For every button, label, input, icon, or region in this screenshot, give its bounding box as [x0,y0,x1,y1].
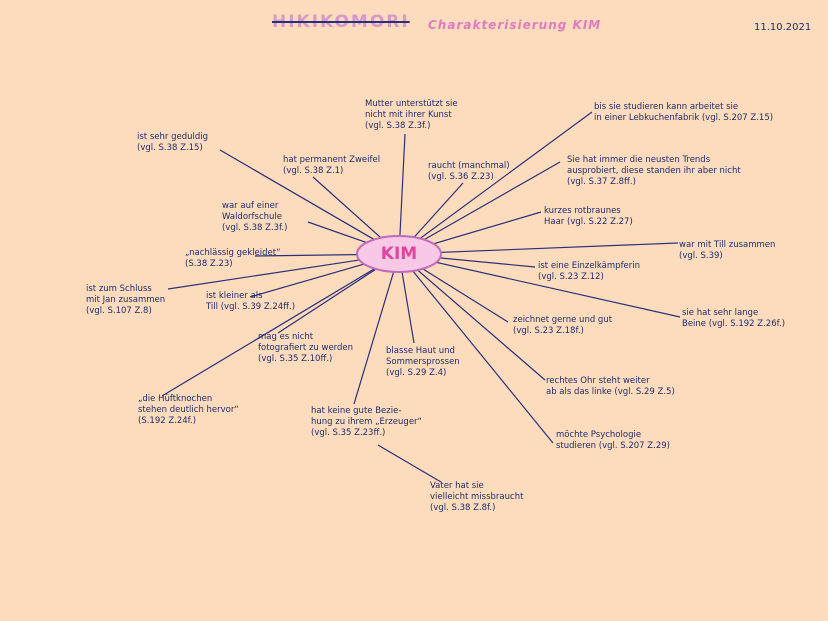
connector-line [398,242,679,255]
note-erzeuger: hat keine gute Bezie- hung zu ihrem „Erz… [311,406,422,438]
connector-line [398,133,406,255]
connector-line [219,149,400,255]
note-mutter: Mutter unterstützt sie nicht mit ihrer K… [365,99,458,131]
center-node-label: KIM [380,244,418,264]
note-einzelkaempferin: ist eine Einzelkämpferin (vgl. S.23 Z.12… [538,261,641,282]
note-psychologie: möchte Psychologie studieren (vgl. S.207… [556,430,670,451]
note-haare: kurzes rotbraunes Haar (vgl. S.22 Z.27) [544,206,633,227]
note-zweifel: hat permanent Zweifel (vgl. S.38 Z.1) [283,155,381,176]
page-date: 11.10.2021 [754,22,812,33]
note-till: war mit Till zusammen (vgl. S.39) [679,240,776,261]
note-hueftknochen: „die Hüftknochen stehen deutlich hervor“… [138,394,239,426]
page-title: HIKIKOMORI [272,12,410,32]
connector-line [398,253,681,318]
note-geduldig: ist sehr geduldig (vgl. S.38 Z.15) [137,132,208,153]
page-subtitle: Charakterisierung KIM [428,18,602,32]
note-zeichnet: zeichnet gerne und gut (vgl. S.23 Z.18f.… [513,315,613,336]
connector-line-secondary [377,444,442,483]
note-studieren-lebkuchen: bis sie studieren kann arbeitet sie in e… [594,102,774,123]
connector-line [353,253,400,405]
center-node-ellipse [356,235,442,273]
note-raucht: raucht (manchmal) (vgl. S.36 Z.23) [428,161,510,182]
note-waldorf: war auf einer Waldorfschule (vgl. S.38 Z… [222,201,288,233]
connector-line [398,253,554,444]
note-beine: sie hat sehr lange Beine (vgl. S.192 Z.2… [682,308,786,329]
note-fotografiert: mag es nicht fotografiert zu werden (vgl… [258,332,354,364]
connector-line [398,161,561,255]
connector-line [398,111,593,255]
note-jan: ist zum Schluss mit Jan zusammen (vgl. S… [86,284,166,316]
note-trends: Sie hat immer die neusten Trends ausprob… [567,155,741,187]
connector-line [161,253,400,397]
note-ohr: rechtes Ohr steht weiter ab als das link… [546,376,675,397]
note-kleiner: ist kleiner als Till (vgl. S.39 Z.24ff.) [206,291,296,312]
note-vater: Vater hat sie vielleicht missbraucht (vg… [430,481,524,513]
connector-line [398,253,546,381]
note-nachlaessig: „nachlässig gekleidet“ (S.38 Z.23) [185,248,281,269]
note-haut: blasse Haut und Sommersprossen (vgl. S.2… [386,346,460,378]
